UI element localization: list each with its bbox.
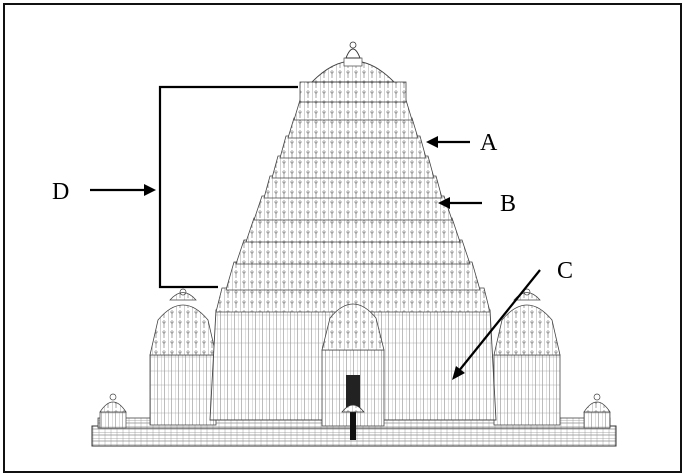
label-c: C xyxy=(557,258,574,284)
bracket-d xyxy=(158,85,298,289)
small-shrine-left xyxy=(99,393,127,429)
entrance-porch xyxy=(321,303,385,440)
side-tower-left xyxy=(149,288,217,426)
label-b: B xyxy=(500,191,517,217)
tower-crown xyxy=(299,41,407,103)
side-tower-right xyxy=(493,288,561,426)
arrow-d xyxy=(90,184,156,196)
arrow-c xyxy=(452,269,541,380)
arrow-b xyxy=(438,197,482,209)
label-d: D xyxy=(52,179,70,205)
arrow-a xyxy=(426,136,470,148)
label-a: A xyxy=(480,130,498,156)
small-shrine-right xyxy=(583,393,611,429)
